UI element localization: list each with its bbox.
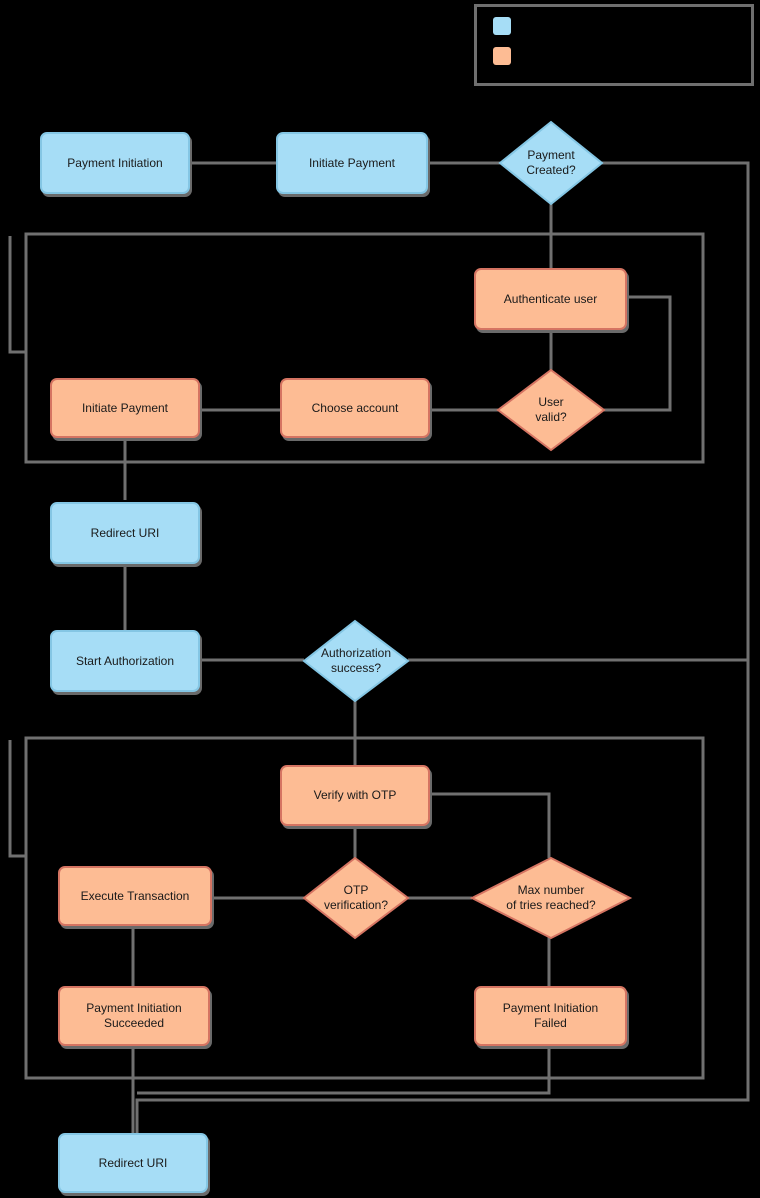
node-verify-otp[interactable]: Verify with OTP [280,765,430,826]
decision-label-user-valid[interactable]: User valid? [535,395,567,424]
decision-diamond-max-tries [469,856,633,940]
node-authenticate-user[interactable]: Authenticate user [474,268,627,330]
decision-label-max-tries[interactable]: Max number of tries reached? [506,883,596,912]
group-frame-left-bracket [8,740,26,858]
decision-diamond-user-valid [496,368,606,452]
connector [604,295,672,412]
connector [137,1046,551,1095]
legend [474,4,754,86]
decision-label-otp-verification[interactable]: OTP verification? [323,883,389,912]
node-payment-succeeded[interactable]: Payment Initiation Succeeded [58,986,210,1046]
node-choose-account[interactable]: Choose account [280,378,430,438]
decision-diamond-authorization-success [302,619,410,703]
connector [135,161,750,1133]
node-payment-initiation[interactable]: Payment Initiation [40,132,190,194]
group-frame-otp [24,736,705,1080]
decision-diamond-otp-verification [302,856,410,940]
node-execute-transaction[interactable]: Execute Transaction [58,866,212,926]
group-frame-authentication [24,232,705,464]
legend-swatch-orange [493,47,511,65]
decision-diamond-payment-created [498,120,604,206]
node-redirect-uri-1[interactable]: Redirect URI [50,502,200,564]
node-initiate-payment-mid[interactable]: Initiate Payment [50,378,200,438]
decision-label-payment-created[interactable]: Payment Created? [526,148,576,177]
node-payment-failed[interactable]: Payment Initiation Failed [474,986,627,1046]
connector [430,792,551,858]
node-initiate-payment-top[interactable]: Initiate Payment [276,132,428,194]
node-redirect-uri-2[interactable]: Redirect URI [58,1133,208,1193]
node-start-authorization[interactable]: Start Authorization [50,630,200,692]
decision-label-authorization-success[interactable]: Authorization success? [320,646,392,675]
legend-swatch-blue [493,17,511,35]
group-frame-left-bracket [8,236,26,354]
